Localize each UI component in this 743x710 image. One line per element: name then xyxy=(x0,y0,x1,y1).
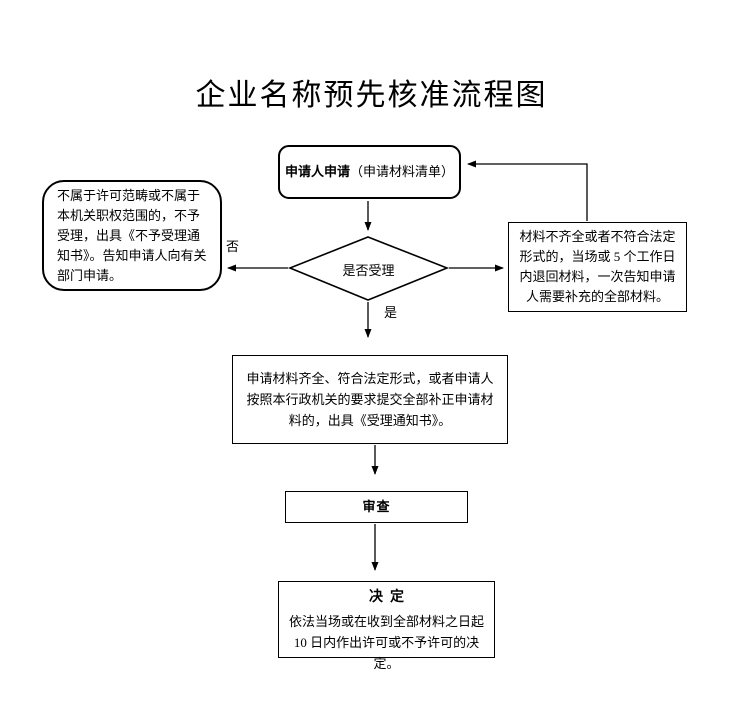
node-applicant-apply: 申请人申请（申请材料清单） xyxy=(278,145,461,199)
final-decision-title: 决 定 xyxy=(369,590,404,605)
node-final-decision: 决 定 依法当场或在收到全部材料之日起 10 日内作出许可或不予许可的决定。 xyxy=(278,581,495,671)
applicant-apply-note: （申请材料清单） xyxy=(350,164,455,179)
final-decision-text: 依法当场或在收到全部材料之日起 10 日内作出许可或不予许可的决定。 xyxy=(288,614,484,671)
decision-label: 是否受理 xyxy=(342,263,395,278)
decision-diamond-shape xyxy=(287,236,450,301)
not-accepted-notice-text: 不属于许可范畴或不属于本机关职权范围的，不予受理，出具《不予受理通知书》。告知申… xyxy=(57,187,207,283)
node-accepted-notice: 申请材料齐全、符合法定形式，或者申请人按照本行政机关的要求提交全部补正申请材料的… xyxy=(232,355,508,444)
node-review: 审查 xyxy=(285,491,468,523)
node-not-accepted-notice: 不属于许可范畴或不属于本机关职权范围的，不予受理，出具《不予受理通知书》。告知申… xyxy=(42,180,222,291)
applicant-apply-label: 申请人申请 xyxy=(284,164,350,179)
accepted-notice-text: 申请材料齐全、符合法定形式，或者申请人按照本行政机关的要求提交全部补正申请材料的… xyxy=(246,371,494,428)
edge-label-no: 否 xyxy=(226,239,240,254)
edge-return-materials-to-start xyxy=(467,160,588,221)
page-title: 企业名称预先核准流程图 xyxy=(195,79,548,112)
edge-label-yes: 是 xyxy=(384,305,398,320)
return-materials-text: 材料不齐全或者不符合法定形式的，当场或 5 个工作日内退回材料，一次告知申请人需… xyxy=(519,229,676,304)
node-return-materials: 材料不齐全或者不符合法定形式的，当场或 5 个工作日内退回材料，一次告知申请人需… xyxy=(508,222,687,312)
